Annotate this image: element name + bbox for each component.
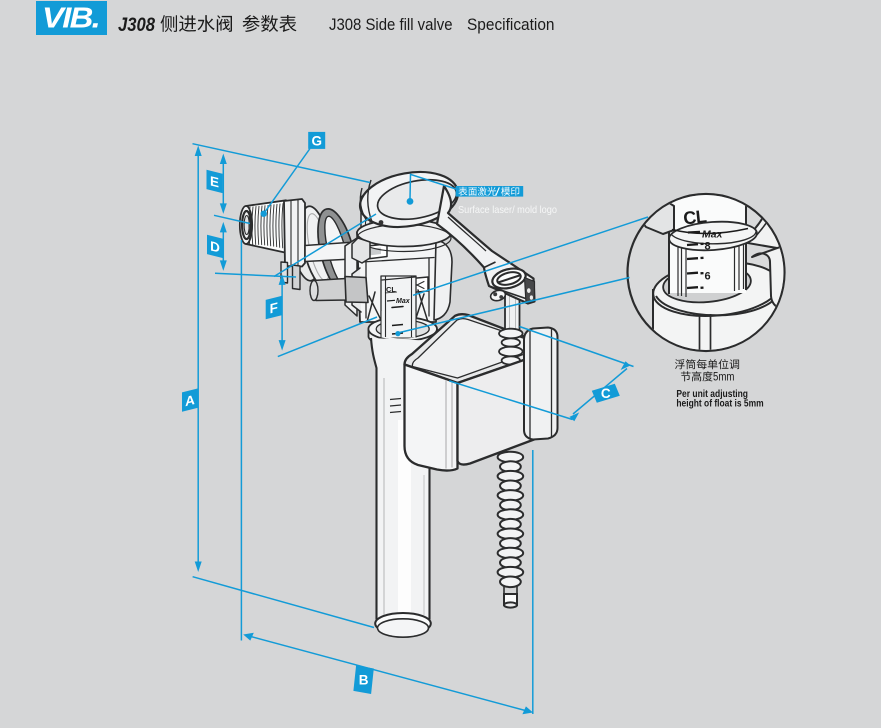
svg-text:8: 8 [705,241,711,253]
svg-text:Max: Max [396,298,411,305]
svg-text:E: E [210,173,219,190]
svg-text:C: C [601,386,611,401]
svg-text:Per unit adjusting: Per unit adjusting [676,389,748,400]
svg-text:VIB.: VIB. [42,3,99,35]
svg-text:J308: J308 [118,15,155,36]
svg-text:height of float is 5mm: height of float is 5mm [676,399,763,410]
svg-text:6: 6 [705,271,711,283]
svg-text:B: B [359,672,369,687]
svg-text:A: A [185,392,195,409]
svg-text:D: D [210,238,220,255]
svg-text:CL: CL [386,285,396,294]
svg-text:Surface laser/ mold logo: Surface laser/ mold logo [458,204,557,216]
svg-text:F: F [270,300,278,317]
svg-text:5mm: 5mm [713,372,735,384]
svg-text:Max: Max [702,229,724,241]
svg-text:J308 Side fill valve: J308 Side fill valve [329,15,453,34]
svg-text:G: G [311,133,322,148]
svg-text:Specification: Specification [467,15,555,34]
svg-text:CL: CL [682,206,707,228]
